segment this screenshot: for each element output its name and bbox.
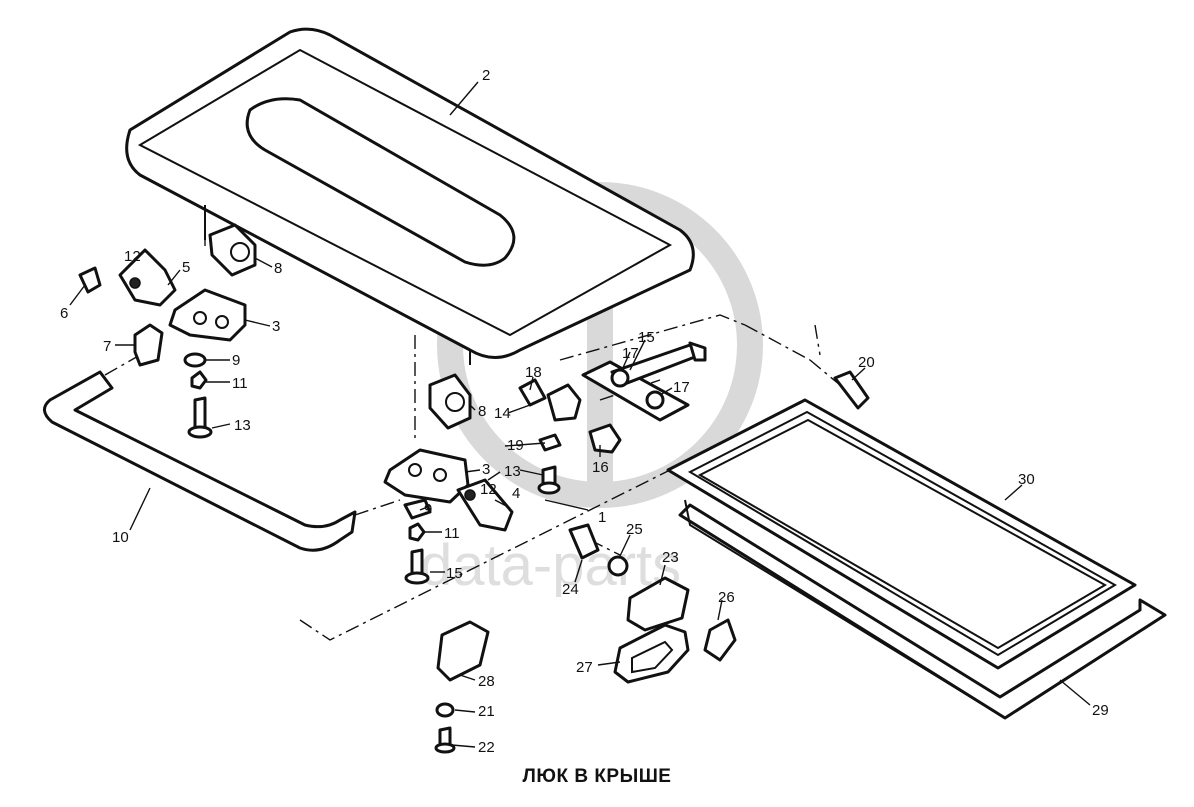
callout-15b: 15: [446, 565, 463, 582]
callout-4: 4: [512, 485, 520, 502]
callout-3a: 3: [272, 318, 280, 335]
callout-7: 7: [103, 338, 111, 355]
callout-5: 5: [182, 259, 190, 276]
leader-lines: [69, 81, 1091, 748]
callout-13b: 13: [504, 463, 521, 480]
callout-30: 30: [1018, 471, 1035, 488]
callout-6: 6: [60, 305, 68, 322]
screw-20: [833, 370, 870, 410]
callout-18: 18: [525, 364, 542, 381]
callout-22: 22: [478, 739, 495, 756]
callout-1: 1: [598, 509, 606, 526]
callout-27: 27: [576, 659, 593, 676]
callout-26: 26: [718, 589, 735, 606]
callout-24: 24: [562, 581, 579, 598]
callout-11a: 11: [232, 375, 248, 392]
hinge-pin-plate: [581, 341, 707, 422]
seal-hose: [43, 370, 357, 552]
callout-17a: 17: [622, 345, 639, 362]
hatch-lid: [125, 27, 695, 365]
diagram-caption: ЛЮК В КРЫШЕ: [522, 766, 672, 787]
callout-25: 25: [626, 521, 643, 538]
callout-3b: 3: [482, 461, 490, 478]
callout-15a: 15: [638, 329, 655, 346]
callout-10: 10: [112, 529, 129, 546]
center-bracket-assembly: [518, 378, 622, 495]
callout-labels: 2 1 3 3 4 5 6 7 8 8 9 9 10 11 11 12 12 1…: [60, 67, 1109, 756]
left-hinge-assembly: [78, 223, 257, 439]
callout-16: 16: [592, 459, 609, 476]
callout-13a: 13: [234, 417, 251, 434]
hatch-lower-frame: [678, 499, 1167, 720]
hatch-frame-seal: [666, 398, 1137, 670]
callout-9a: 9: [232, 352, 240, 369]
callout-2: 2: [482, 67, 490, 84]
callout-21: 21: [478, 703, 495, 720]
callout-23: 23: [662, 549, 679, 566]
callout-28: 28: [478, 673, 495, 690]
callout-9b: 9: [424, 501, 432, 518]
callout-19: 19: [507, 437, 524, 454]
center-hinge-assembly: [383, 373, 514, 585]
callout-14: 14: [494, 405, 511, 422]
svg-text:data-parts: data-parts: [420, 533, 681, 598]
callout-12a: 12: [124, 248, 141, 265]
handle-assembly: [434, 523, 737, 754]
callout-12b: 12: [480, 481, 497, 498]
callout-8a: 8: [274, 260, 282, 277]
callout-11b: 11: [444, 525, 460, 542]
callout-29: 29: [1092, 702, 1109, 719]
callout-20: 20: [858, 354, 875, 371]
callout-8b: 8: [478, 403, 486, 420]
callout-17b: 17: [673, 379, 690, 396]
